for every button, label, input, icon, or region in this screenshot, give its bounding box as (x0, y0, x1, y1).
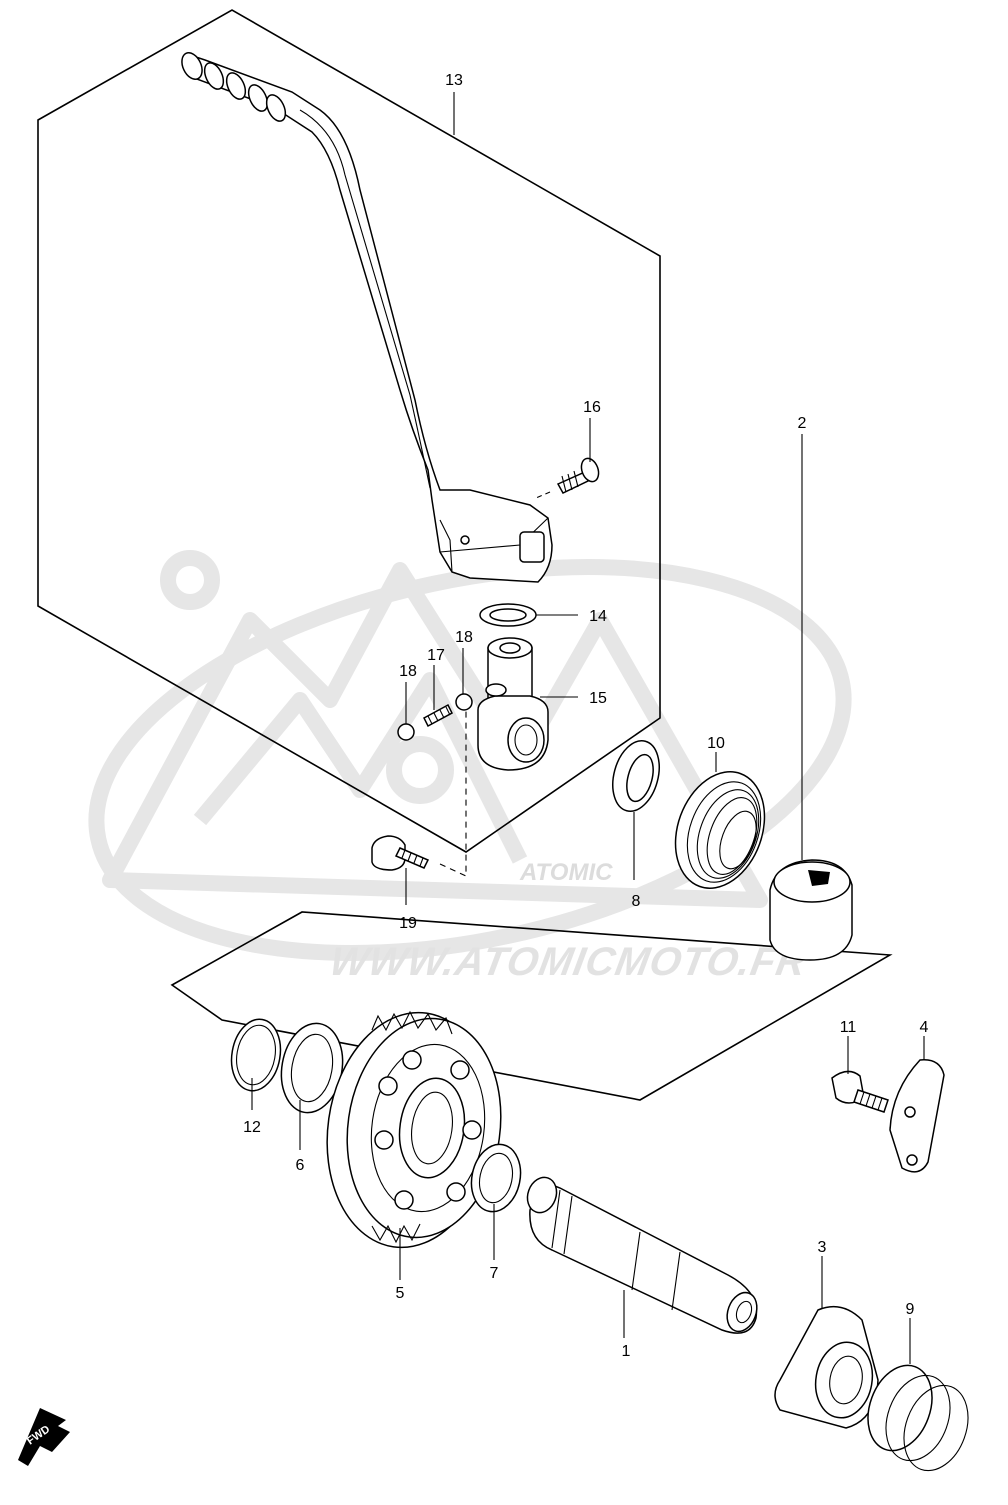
oil-seal-8 (612, 740, 660, 812)
label-15: 15 (589, 690, 607, 707)
label-4: 4 (920, 1019, 929, 1036)
label-6: 6 (296, 1157, 305, 1174)
kick-starter-shaft-1 (526, 1176, 758, 1334)
label-14: 14 (589, 608, 607, 625)
label-18-lower: 18 (399, 663, 417, 680)
kick-driven-gear-5 (326, 1010, 502, 1249)
label-19: 19 (399, 915, 417, 932)
ball-18-upper (455, 693, 473, 711)
return-spring-10 (674, 771, 766, 889)
watermark-url: WWW.ATOMICMOTO.FR (327, 939, 811, 984)
label-17: 17 (427, 647, 445, 664)
label-1: 1 (622, 1343, 631, 1360)
spring-17 (423, 703, 453, 728)
kick-lever (181, 52, 553, 583)
label-12: 12 (243, 1119, 261, 1136)
circlip-12 (230, 1018, 282, 1092)
ball-18-lower (397, 723, 415, 741)
label-8: 8 (632, 893, 641, 910)
watermark-logo-text: ATOMIC (519, 859, 613, 886)
label-5: 5 (396, 1285, 405, 1302)
lever-boss-15 (477, 637, 549, 771)
label-18-upper: 18 (455, 629, 473, 646)
bolt-16 (535, 457, 600, 499)
bolt-19 (371, 710, 467, 877)
spring-guide-2 (769, 859, 853, 961)
washer-7 (470, 1143, 522, 1213)
label-10: 10 (707, 735, 725, 752)
label-9: 9 (906, 1301, 915, 1318)
washer-14 (479, 603, 537, 627)
stopper-plate-4 (889, 1059, 945, 1173)
fwd-direction-badge: FWD (18, 1408, 70, 1466)
label-11: 11 (840, 1019, 857, 1036)
label-7: 7 (490, 1265, 499, 1282)
spring-9 (867, 1364, 969, 1472)
lever-group-outline (37, 9, 661, 853)
label-13: 13 (445, 72, 463, 89)
label-3: 3 (818, 1239, 827, 1256)
kick-drive-gear-3 (774, 1305, 879, 1429)
part-labels: 13 16 14 15 18 17 18 19 10 8 2 4 11 12 6… (243, 72, 928, 1360)
label-16: 16 (583, 399, 601, 416)
gear-group-outline (170, 911, 893, 1101)
label-2: 2 (798, 415, 807, 432)
bolt-11 (831, 1070, 889, 1113)
leader-lines (251, 92, 925, 1364)
